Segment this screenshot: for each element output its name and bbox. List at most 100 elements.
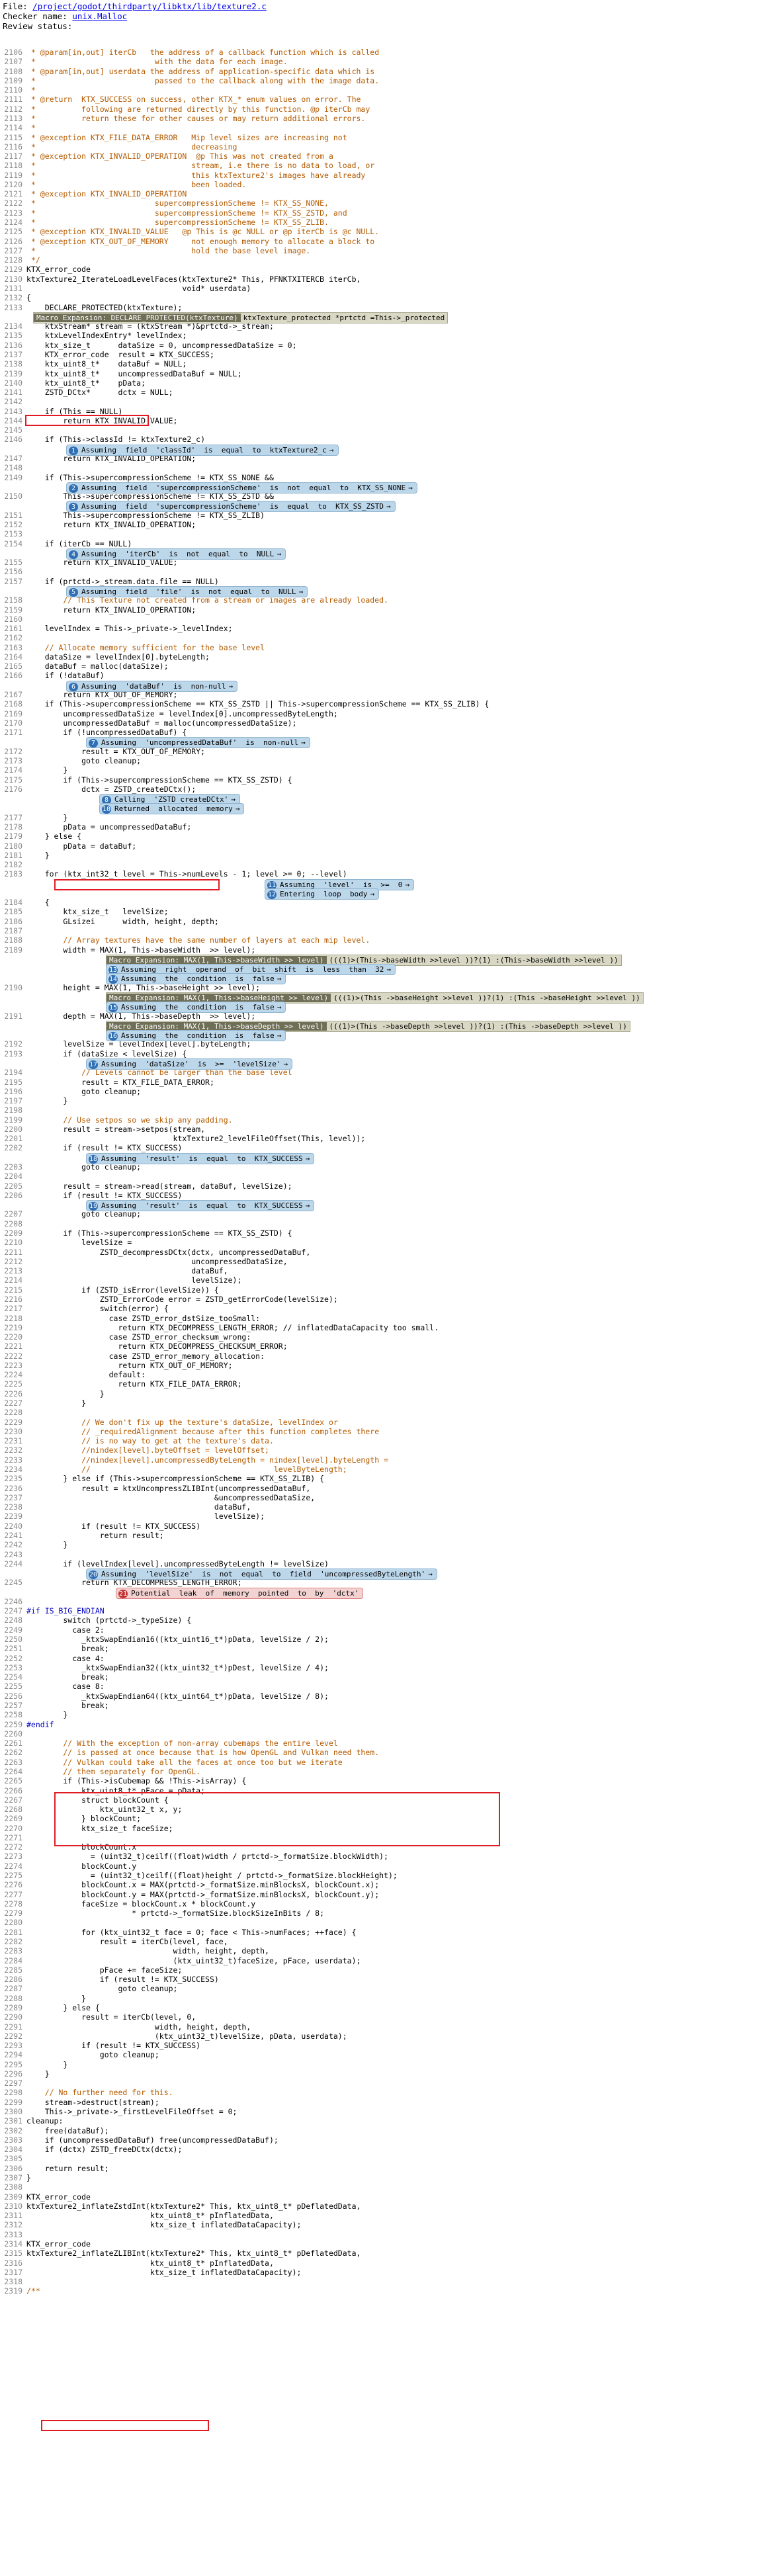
code-line: 2236 result = ktxUncompressZLIBInt(uncom… [0,1484,770,1494]
next-step-arrow-icon[interactable]: → [228,682,234,691]
code-line: 2141 ZSTD_DCtx* dctx = NULL; [0,388,770,398]
line-text: ktx_uint8_t* pInflatedData, [26,2258,274,2268]
macro-expansion-header: Macro Expansion: MAX(1, This->baseWidth … [107,956,327,965]
next-step-arrow-icon[interactable]: → [231,795,235,804]
next-step-arrow-icon[interactable]: → [277,550,282,558]
next-step-arrow-icon[interactable]: → [428,1570,433,1578]
code-line: 2297 [0,2079,770,2088]
code-line: 2238 dataBuf, [0,1502,770,1512]
line-text: if (ZSTD_isError(levelSize)) { [26,1285,219,1295]
code-line: 2230 // _requiredAlignment because after… [0,1427,770,1437]
path-event-text: Assuming 'result' is equal to KTX_SUCCES… [101,1201,303,1210]
next-step-arrow-icon[interactable]: → [305,1201,310,1210]
code-line: 2109 * passed to the callback along with… [0,76,770,86]
code-line: 2178 pData = uncompressedDataBuf; [0,822,770,832]
line-number: 2120 [4,180,22,189]
line-number: 2140 [4,378,22,388]
code-line: 2279 * prtctd->_formatSize.blockSizeInBi… [0,1909,770,1918]
line-number: 2197 [4,1096,22,1105]
file-label: File: [3,1,28,11]
next-step-arrow-icon[interactable]: → [235,804,240,813]
next-step-arrow-icon[interactable]: → [301,738,306,747]
code-line: 2188 // Array textures have the same num… [0,935,770,945]
next-step-arrow-icon[interactable]: → [277,974,282,983]
code-line: 2306 return result; [0,2164,770,2174]
code-line: 2291 width, height, depth, [0,2022,770,2032]
code-line: 2114 * [0,123,770,133]
next-step-arrow-icon[interactable]: → [405,880,410,889]
next-step-arrow-icon[interactable]: → [408,484,413,492]
code-line: 2185 ktx_size_t levelSize; [0,907,770,917]
code-line: 2157 if (prtctd->_stream.data.file == NU… [0,577,770,587]
line-number: 2136 [4,341,22,350]
line-number: 2156 [4,567,22,576]
next-step-arrow-icon[interactable]: → [370,890,375,898]
code-line: 2166 if (!dataBuf) [0,671,770,681]
line-text: faceSize = blockCount.x * blockCount.y [26,1899,256,1909]
line-number: 2226 [4,1389,22,1398]
line-text: goto cleanup; [26,2050,159,2059]
next-step-arrow-icon[interactable]: → [277,1031,282,1040]
next-step-arrow-icon[interactable]: → [277,1003,282,1011]
code-line: 2209 if (This->supercompressionScheme ==… [0,1228,770,1238]
code-line: 2107 * with the data for each image. [0,57,770,67]
line-number: 2170 [4,718,22,728]
code-line: 2192 levelSize = levelIndex[level].byteL… [0,1039,770,1049]
code-line: 2143 if (This == NULL) [0,407,770,417]
code-line: 2226 } [0,1389,770,1399]
next-step-arrow-icon[interactable]: → [283,1060,288,1068]
line-number: 2233 [4,1455,22,1465]
line-text: if (This->supercompressionScheme == KTX_… [26,699,490,708]
code-line: 2210 levelSize = [0,1238,770,1248]
line-number: 2264 [4,1767,22,1776]
code-line: 2197 } [0,1096,770,1106]
line-text: // is passed at once because that is how… [26,1748,380,1757]
next-step-arrow-icon[interactable]: → [329,446,334,454]
line-number: 2249 [4,1625,22,1635]
code-line: 2180 pData = dataBuf; [0,841,770,851]
next-step-arrow-icon[interactable]: → [386,965,391,974]
line-text: * @exception KTX_FILE_DATA_ERROR Mip lev… [26,133,347,142]
next-step-arrow-icon[interactable]: → [298,587,304,596]
file-path-link[interactable]: /project/godot/thirdparty/libktx/lib/tex… [32,1,267,11]
code-line: 2311 ktx_uint8_t* pInflatedData, [0,2211,770,2221]
line-text: if (dataSize < levelSize) { [26,1049,187,1058]
code-line: 2294 goto cleanup; [0,2050,770,2060]
code-line: 2262 // is passed at once because that i… [0,1748,770,1758]
line-text: ktx_uint8_t* dataBuf = NULL; [26,359,187,368]
line-number: 2215 [4,1285,22,1295]
code-line: 2131 void* userdata) [0,284,770,294]
line-number: 2297 [4,2079,22,2088]
code-line: 2118 * stream, i.e there is no data to l… [0,161,770,171]
checker-name-link[interactable]: unix.Malloc [72,11,128,21]
line-text: return KTX_INVALID_OPERATION; [26,605,196,615]
step-number-badge: 3 [69,503,78,511]
line-number: 2235 [4,1474,22,1483]
code-line: 2241 return result; [0,1531,770,1541]
line-text: for (ktx_int32_t level = This->numLevels… [26,869,347,879]
code-line: 2139 ktx_uint8_t* uncompressedDataBuf = … [0,369,770,379]
next-step-arrow-icon[interactable]: → [386,502,391,511]
code-line: 2277 blockCount.y = MAX(prtctd->_formatS… [0,1890,770,1900]
line-number: 2252 [4,1654,22,1663]
code-line: 2120 * been loaded. [0,180,770,190]
next-step-arrow-icon[interactable]: → [305,1154,310,1163]
